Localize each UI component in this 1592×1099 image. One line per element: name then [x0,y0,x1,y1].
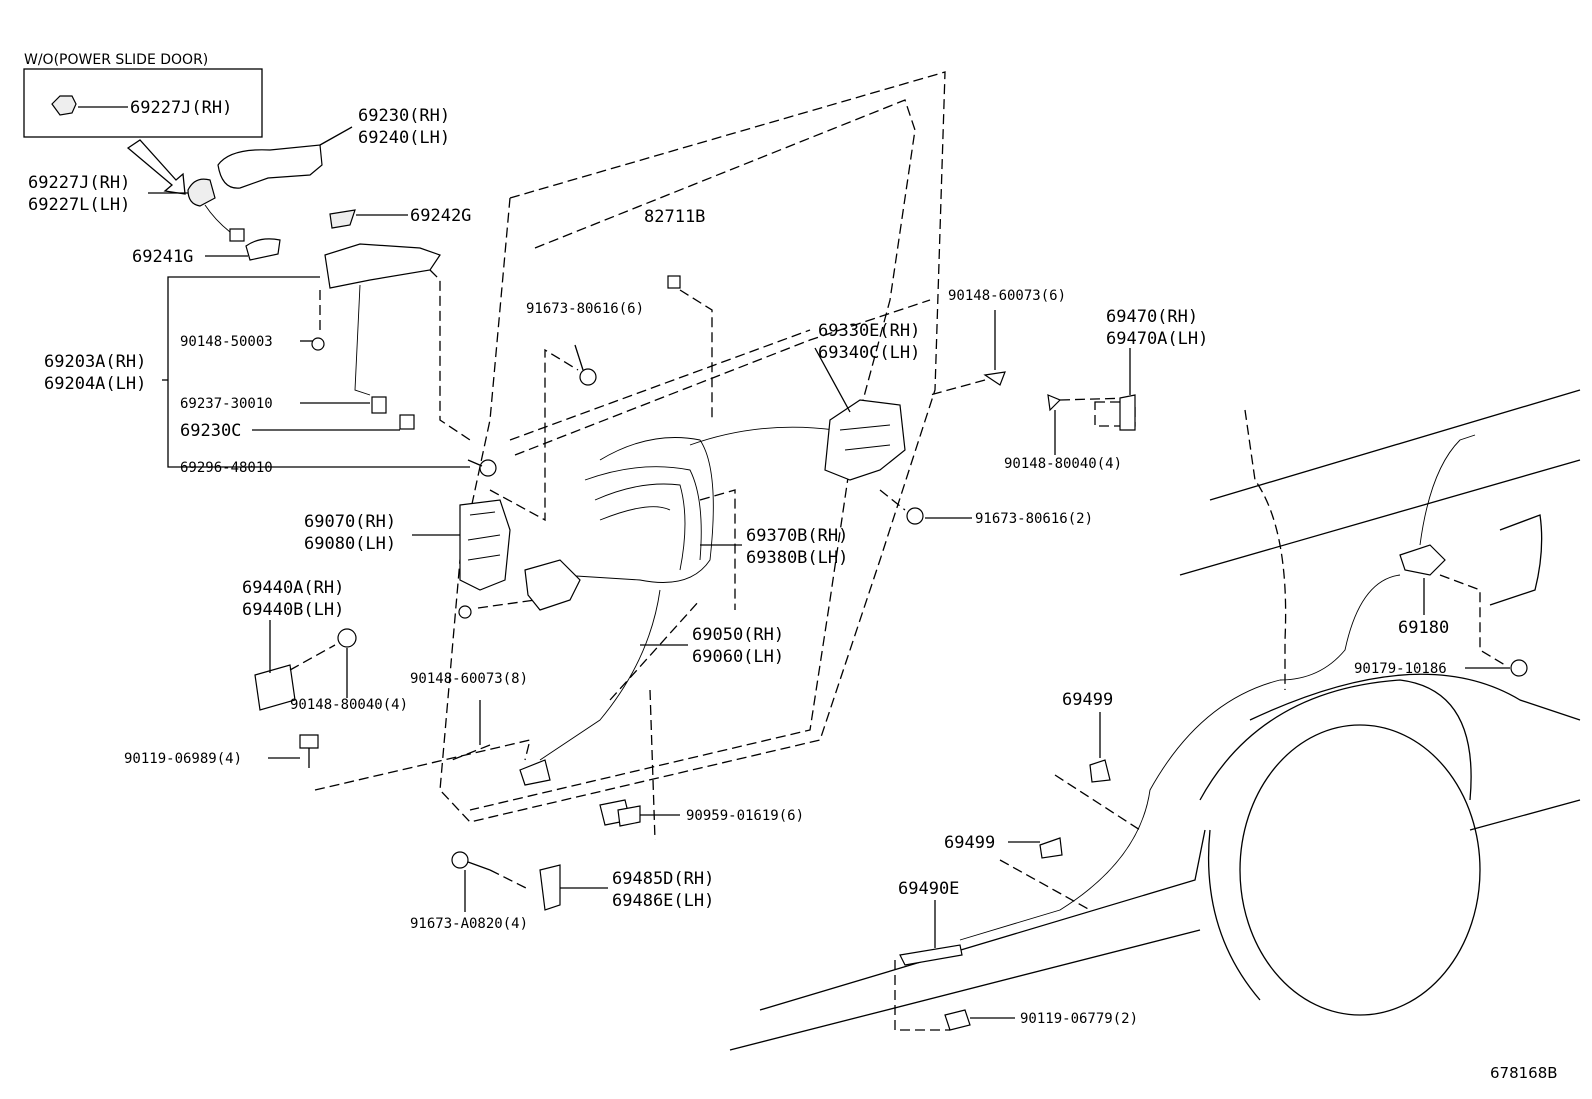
label-69380b: 69380B(LH) [746,548,848,568]
label-69230c: 69230C [180,421,241,441]
cable-end-icon [519,759,551,786]
label-69440b: 69440B(LH) [242,600,344,620]
label-69440a: 69440A(RH) [242,578,344,598]
label-69485d: 69485D(RH) [612,869,714,889]
connector-icon [667,275,681,289]
label-69296: 69296-48010 [180,460,273,476]
hinge-group [254,620,357,711]
slide-door-outline [439,71,946,823]
clip-icon-2 [399,414,415,430]
cable-group [539,426,836,761]
label-69060: 69060(LH) [692,647,784,667]
label-69470a: 69470A(LH) [1106,329,1208,349]
label-69240: 69240(LH) [358,128,450,148]
label-90148-80040-4b: 90148-80040(4) [290,697,408,713]
outside-handle-icon [217,144,323,189]
label-69490e: 69490E [898,879,959,899]
inset-part-label: 69227J(RH) [130,98,232,118]
label-69204a: 69204A(LH) [44,374,146,394]
bolt-06779-icon [944,1009,971,1031]
reference-code: 678168B [1490,1064,1558,1082]
vehicle-body [729,389,1581,1051]
label-69050: 69050(RH) [692,625,784,645]
direction-arrow-icon [126,139,186,195]
nut-10186-icon [1510,659,1528,677]
inset-box: W/O(POWER SLIDE DOOR) 69227J(RH) [23,52,263,138]
label-91673-80616-2: 91673-80616(2) [975,511,1093,527]
bolt-hinge-icon [337,628,357,648]
label-69180: 69180 [1398,618,1449,638]
label-90148-60073-8: 90148-60073(8) [410,671,528,687]
label-90179: 90179-10186 [1354,661,1447,677]
bolt-90148-60073-icon [983,371,1006,386]
label-82711b: 82711B [644,207,705,227]
label-90119-06989: 90119-06989(4) [124,751,242,767]
lock-actuator-icon [459,499,511,591]
rear-lock-icon [824,399,906,481]
label-69242g: 69242G [410,206,471,226]
inset-title: W/O(POWER SLIDE DOOR) [24,52,208,68]
label-69230: 69230(RH) [358,106,450,126]
screw-icon [479,459,497,477]
striker-icon [1119,394,1136,431]
label-69370b: 69370B(RH) [746,526,848,546]
handle-cap-icon [329,209,356,229]
label-90119-06779: 90119-06779(2) [1020,1011,1138,1027]
label-69499-b: 69499 [944,833,995,853]
label-90148-50003: 90148-50003 [180,334,273,350]
label-69070: 69070(RH) [304,512,396,532]
bolt-60073-icon [458,605,472,619]
label-69499-a: 69499 [1062,690,1113,710]
label-90959: 90959-01619(6) [686,808,804,824]
label-69340c: 69340C(LH) [818,343,920,363]
outside-handle-group [187,144,441,289]
screw-91673-icon [579,368,597,386]
fuel-lid-group [1279,434,1528,681]
screw-a0820-icon [451,851,469,869]
lever-bracket-icon [524,559,581,611]
label-69241g: 69241G [132,247,193,267]
clamp-69499-icon [1089,759,1111,783]
label-69227j: 69227J(RH) [28,173,130,193]
label-91673-80616-6: 91673-80616(6) [526,301,644,317]
bolt-06989-icon [299,734,319,749]
label-69203a: 69203A(RH) [44,352,146,372]
label-69486e: 69486E(LH) [612,891,714,911]
striker-group [1047,348,1136,455]
label-69237: 69237-30010 [180,396,273,412]
hinge-icon [254,664,296,711]
cable-69490e-icon [899,944,963,966]
screw-91673-2-icon [906,507,924,525]
bolt-icon [311,337,325,351]
label-90148-80040-4a: 90148-80040(4) [1004,456,1122,472]
clamp-69499-2-icon [1039,837,1063,859]
bracket-69485-icon [539,864,561,911]
lock-actuator-group [459,499,511,591]
label-69330e: 69330E(RH) [818,321,920,341]
handle-cover-rh-icon [187,178,216,207]
fuel-lid-opener-icon [1399,544,1446,576]
label-69227l: 69227L(LH) [28,195,130,215]
outside-handle-frame-icon [324,243,441,289]
label-69470: 69470(RH) [1106,307,1198,327]
handle-pad-icon [245,238,281,261]
bolt-80040-icon [1047,394,1062,412]
handle-cover-icon [51,95,77,116]
label-90148-60073-6: 90148-60073(6) [948,288,1066,304]
label-91673-a0820: 91673-A0820(4) [410,916,528,932]
label-69080: 69080(LH) [304,534,396,554]
clip-icon [371,396,387,414]
